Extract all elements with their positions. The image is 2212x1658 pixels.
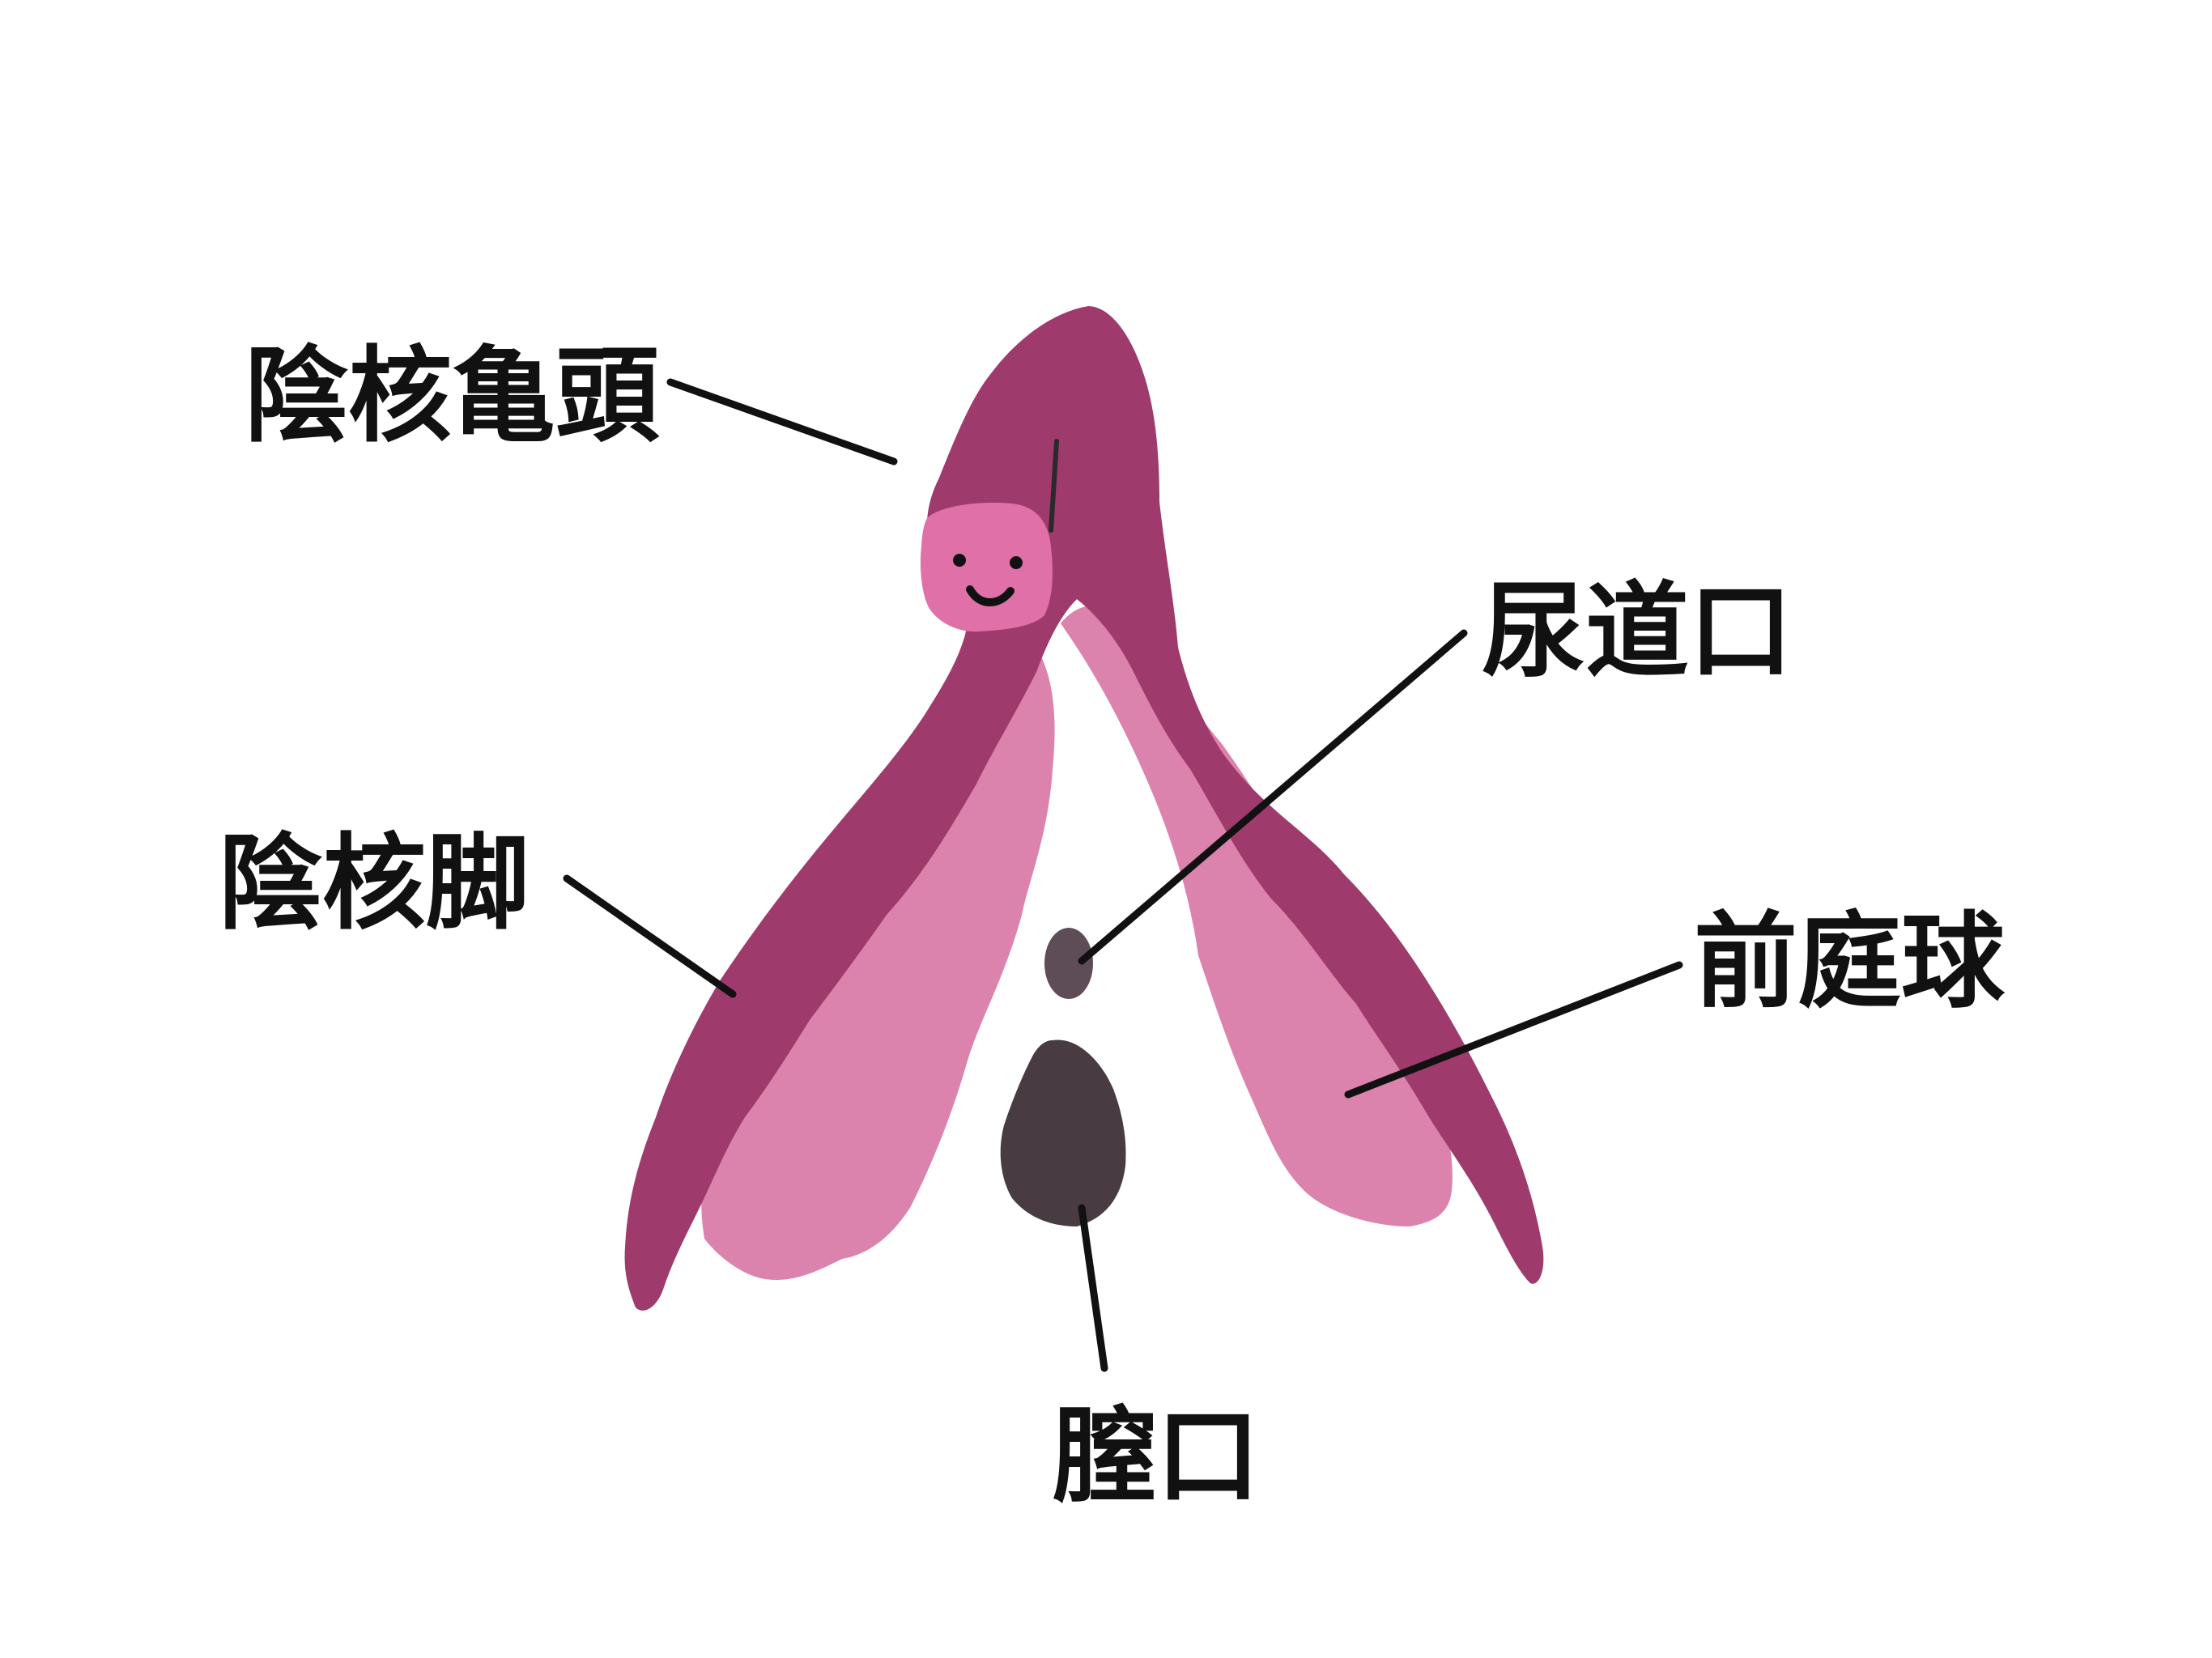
- right-vestibular-bulb: [1061, 605, 1453, 1226]
- leader-line-urethral-opening: [1078, 629, 1468, 965]
- leader-line-vestibular-bulb: [1344, 961, 1683, 1099]
- glans-right-eye: [1010, 556, 1023, 569]
- label-vestibular-bulb: 前庭球: [1694, 902, 2006, 1022]
- glans-smile: [966, 585, 1015, 606]
- glans-left-eye: [953, 554, 966, 567]
- glans-hood-edge: [1049, 439, 1059, 533]
- label-vaginal-opening: 膣口: [1053, 1397, 1260, 1517]
- leader-line-glans: [666, 378, 898, 466]
- clitoral-glans: [920, 439, 1059, 632]
- leader-line-vaginal-opening: [1078, 1204, 1108, 1372]
- vaginal-opening: [1000, 1039, 1126, 1226]
- leader-line-crus: [563, 874, 737, 998]
- label-urethral-opening: 尿道口: [1482, 572, 1793, 692]
- leader-lines: [563, 378, 1683, 1372]
- label-crus: 陰核脚: [219, 823, 530, 944]
- urethral-opening: [1044, 928, 1093, 999]
- clitoral-body-and-crura: [624, 306, 1544, 1311]
- glans-shape: [920, 502, 1053, 632]
- label-glans: 陰核亀頭: [245, 336, 660, 457]
